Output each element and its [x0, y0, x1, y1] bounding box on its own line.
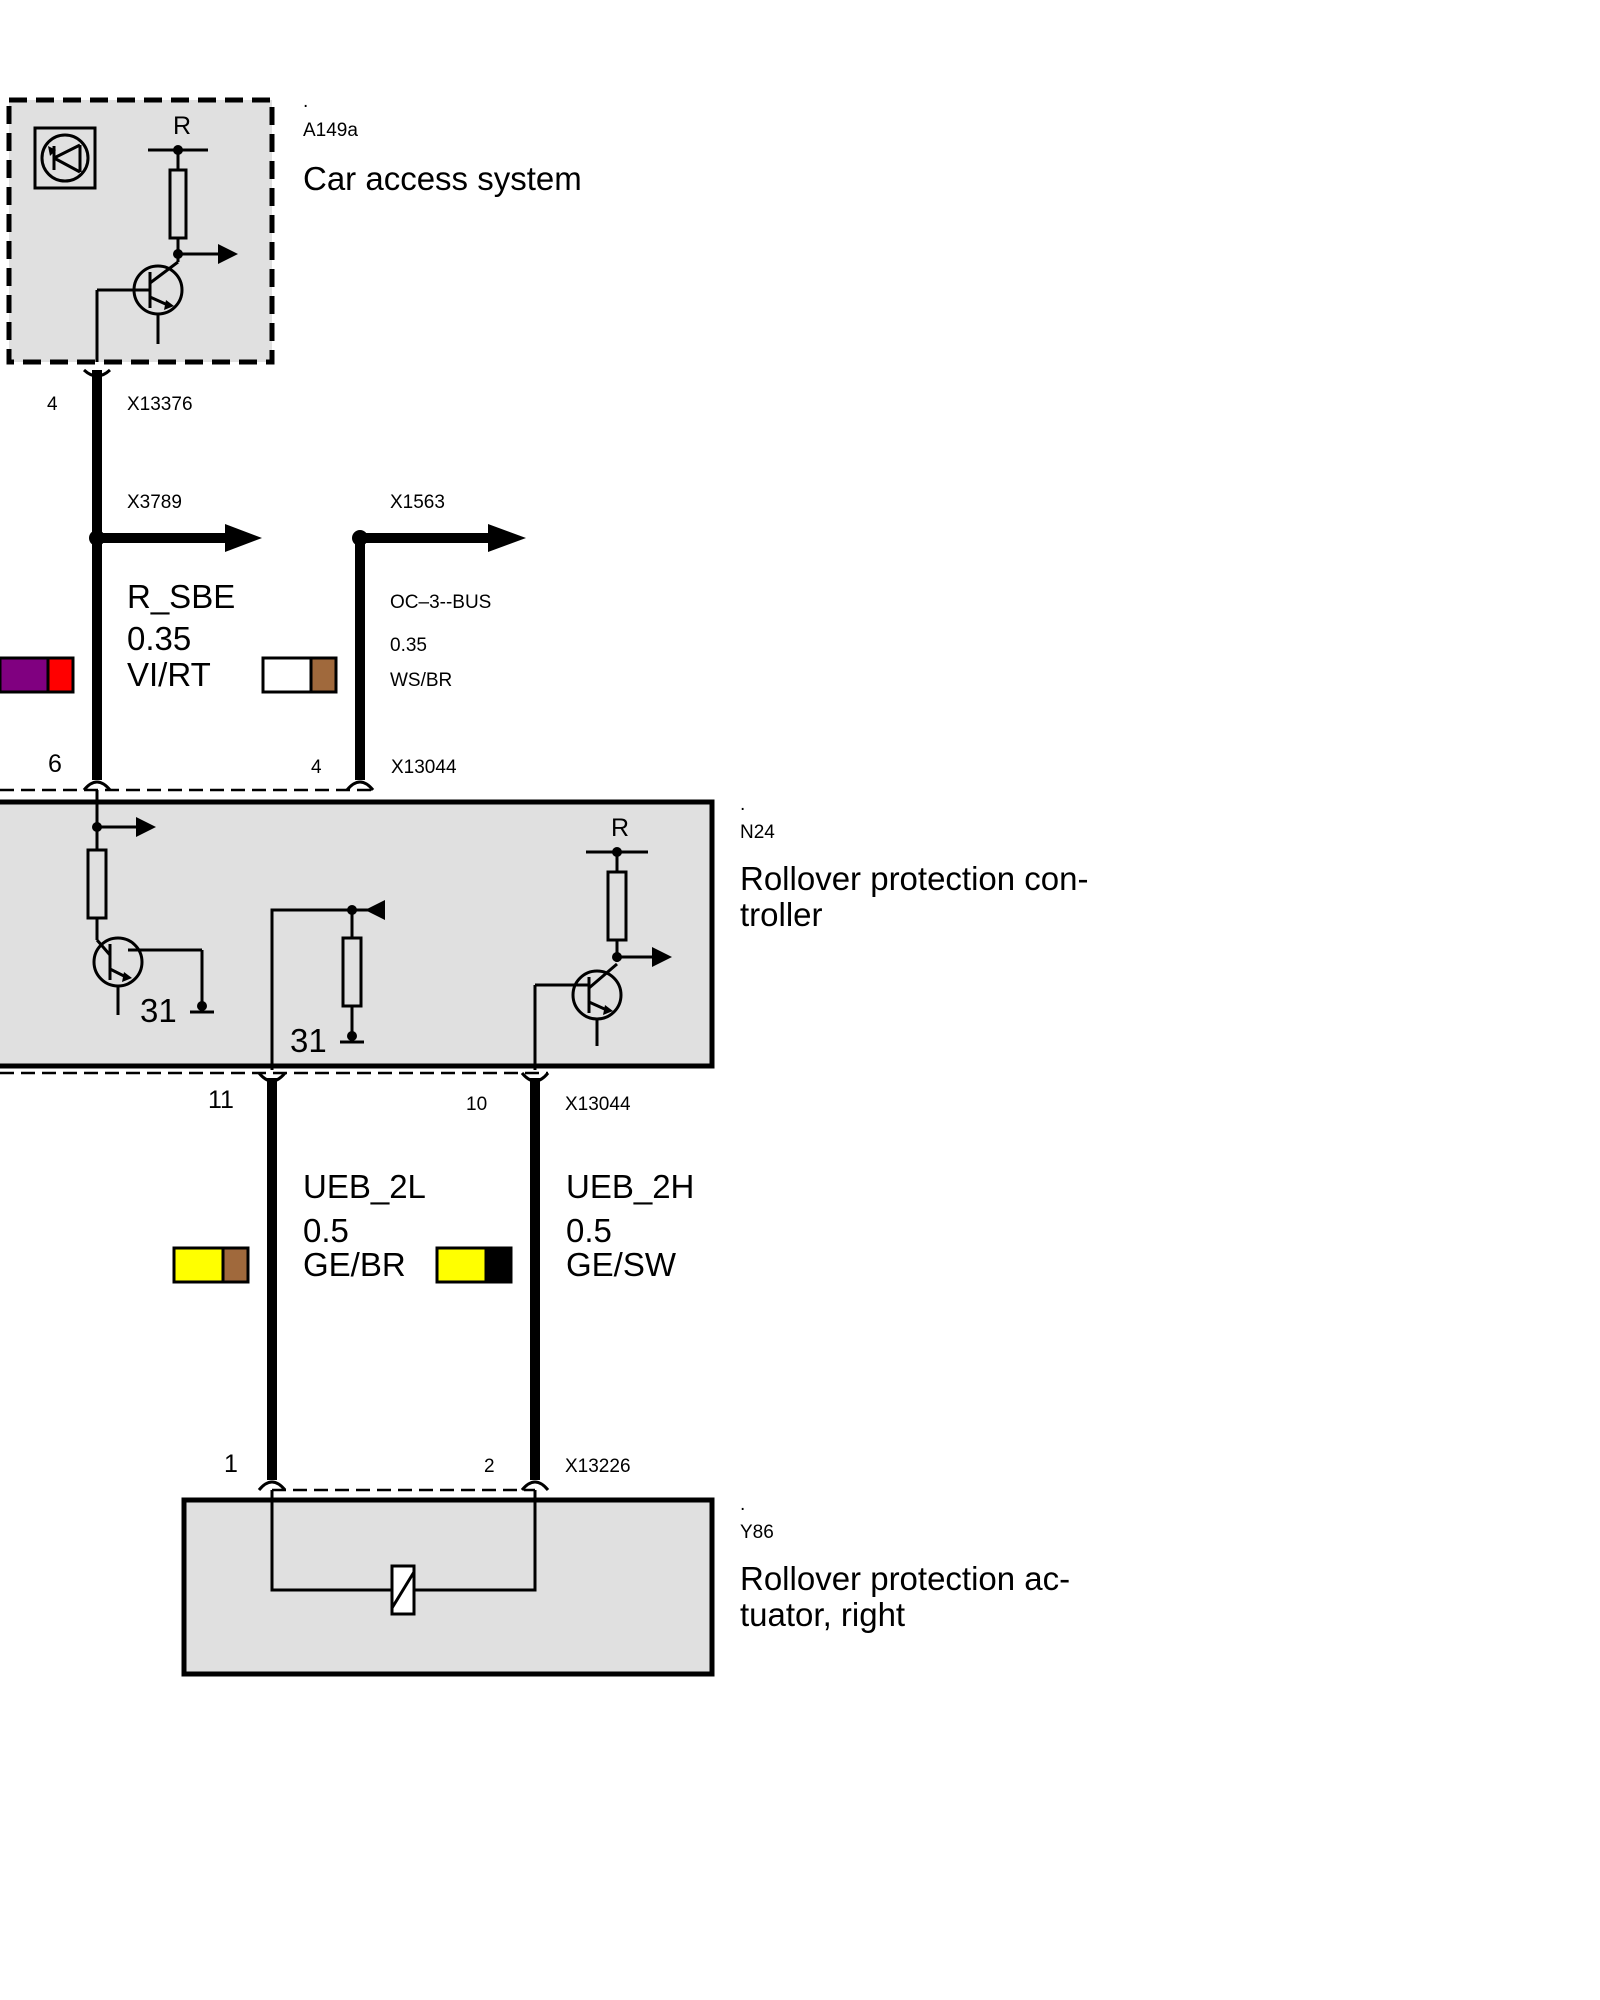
- y86-code: Y86: [740, 1522, 774, 1543]
- y86-name-line2: tuator, right: [740, 1596, 905, 1633]
- a149a-code: A149a: [303, 120, 358, 141]
- x13044-bottom-pin-left: 11: [208, 1086, 234, 1114]
- component-a149a: R . A149a Car access system: [6, 91, 582, 365]
- ground-icon: [190, 1001, 214, 1014]
- arrow-right-icon: [225, 524, 262, 552]
- arrow-right-icon: [652, 947, 672, 967]
- ueb-2h-color-swatch: [435, 1246, 513, 1284]
- x13044-top-pin-left: 6: [48, 750, 62, 778]
- transistor-icon: [533, 962, 623, 1070]
- arrow-left-icon: [365, 900, 385, 920]
- solenoid-coil-icon: [390, 1564, 416, 1616]
- wire-oc3-bus: X1563 OC–3--BUS 0.35 WS/BR: [261, 492, 526, 780]
- n24-name-line1: Rollover protection con-: [740, 860, 1089, 897]
- x13044-top-label: X13044: [391, 757, 457, 778]
- component-y86: . Y86 Rollover protection ac- tuator, ri…: [181, 1490, 1070, 1677]
- a149a-r-label: R: [173, 112, 191, 140]
- ueb-2l-gauge: 0.5: [303, 1212, 349, 1249]
- a149a-name: Car access system: [303, 160, 582, 197]
- transistor-icon: [95, 256, 184, 362]
- connector-x13044-top: 6 4 X13044: [0, 750, 457, 792]
- transistor-icon: [92, 936, 204, 1015]
- y86-box: [181, 1497, 715, 1677]
- ground-icon: [340, 1031, 364, 1044]
- n24-box: [0, 799, 715, 1069]
- oc3bus-color-swatch: [261, 656, 338, 694]
- ueb-2l-color-code: GE/BR: [303, 1246, 406, 1283]
- x13226-pin-left: 1: [224, 1450, 238, 1478]
- x13044-bottom-label: X13044: [565, 1094, 631, 1115]
- n24-code: N24: [740, 822, 775, 843]
- r-sbe-color-code: VI/RT: [127, 656, 211, 693]
- arrow-right-icon: [136, 817, 156, 837]
- x13376-label: X13376: [127, 394, 193, 415]
- n24-ground-label-2: 31: [290, 1022, 327, 1059]
- connector-x13376: 4 X13376: [47, 368, 193, 415]
- ueb-2h-color-code: GE/SW: [566, 1246, 677, 1283]
- x3789-label: X3789: [127, 492, 182, 513]
- ueb-2h-name: UEB_2H: [566, 1168, 694, 1205]
- x13226-pin-right: 2: [484, 1456, 495, 1477]
- n24-r-label: R: [611, 814, 629, 842]
- a149a-box: [6, 97, 275, 365]
- wire-ueb-2h: UEB_2H 0.5 GE/SW: [435, 1078, 694, 1480]
- arrow-right-icon: [488, 524, 526, 552]
- n24-dot: .: [740, 794, 745, 815]
- connector-x13226: 1 2 X13226: [224, 1450, 631, 1492]
- arrow-right-icon: [218, 244, 238, 264]
- x13044-top-pin-right: 4: [311, 757, 322, 778]
- wire-ueb-2l: UEB_2L 0.5 GE/BR: [172, 1078, 426, 1480]
- connector-x13044-bottom: 11 10 X13044: [0, 1071, 631, 1115]
- wire-r-sbe: X3789 R_SBE 0.35 VI/RT: [0, 370, 262, 780]
- oc3bus-color-code: WS/BR: [390, 670, 452, 691]
- ueb-2l-name: UEB_2L: [303, 1168, 426, 1205]
- r-sbe-gauge: 0.35: [127, 620, 191, 657]
- control-unit-icon: [33, 126, 97, 190]
- ueb-2l-color-swatch: [172, 1246, 250, 1284]
- x13376-pin: 4: [47, 394, 58, 415]
- n24-name-line2: troller: [740, 896, 823, 933]
- y86-dot: .: [740, 1494, 745, 1515]
- x13226-label: X13226: [565, 1456, 631, 1477]
- x1563-label: X1563: [390, 492, 445, 513]
- oc3bus-name: OC–3--BUS: [390, 592, 491, 613]
- ueb-2h-gauge: 0.5: [566, 1212, 612, 1249]
- r-sbe-name: R_SBE: [127, 578, 235, 615]
- x13044-bottom-pin-right: 10: [466, 1094, 487, 1115]
- y86-name-line1: Rollover protection ac-: [740, 1560, 1070, 1597]
- r-sbe-color-swatch: [0, 656, 75, 694]
- a149a-dot: .: [303, 91, 308, 112]
- oc3bus-gauge: 0.35: [390, 635, 427, 656]
- component-n24: 31 31 R .: [0, 790, 1089, 1070]
- n24-ground-label-1: 31: [140, 992, 177, 1029]
